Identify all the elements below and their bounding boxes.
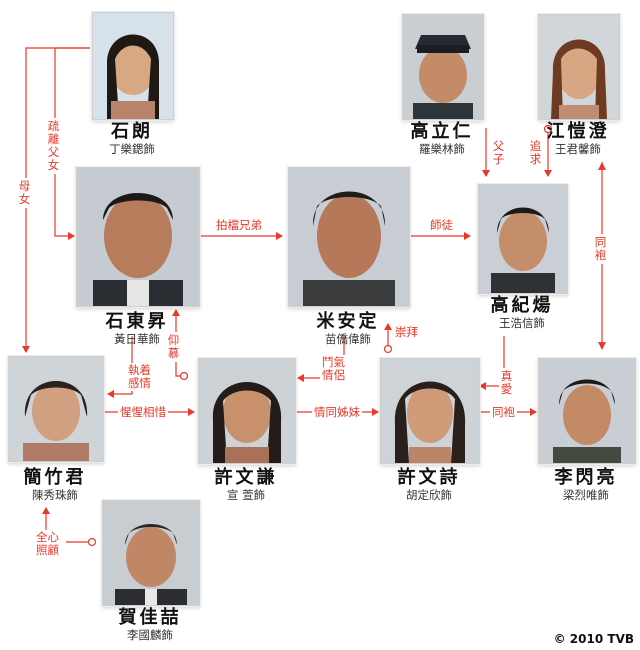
portrait-li-shanliang	[538, 358, 636, 464]
portrait-mi-anding	[288, 167, 410, 307]
name-gao-liren: 高立仁	[410, 121, 474, 142]
actor-shi-dongsheng: 黃日華飾	[114, 332, 160, 346]
actor-jian-zhujun: 陳秀珠飾	[32, 488, 78, 502]
arrowhead-tongpao-top	[598, 162, 606, 170]
label-chongbai: 崇拜	[393, 325, 420, 340]
start-dot-quanxin	[87, 537, 97, 547]
portrait-jian-zhujun	[8, 356, 104, 462]
name-jian-zhujun: 簡竹君	[23, 467, 87, 488]
actor-he-jiazhe: 李國麟飾	[127, 628, 173, 642]
label-zhenai: 真愛	[499, 368, 514, 398]
portrait-shi-dongsheng	[76, 167, 200, 307]
actor-jiang-kaicheng: 王君馨飾	[555, 142, 601, 156]
start-dot-yangmu	[179, 371, 189, 381]
actor-xu-wenshi: 胡定欣飾	[406, 488, 452, 502]
actor-gao-jiyang: 王浩信飾	[499, 316, 545, 330]
label-fuzi: 父子	[491, 138, 506, 168]
label-douqi: 鬥氣情侶	[320, 355, 352, 383]
name-xu-wenqian: 許文謙	[214, 467, 278, 488]
actor-xu-wenqian: 宣 萱飾	[226, 488, 266, 502]
start-dot-chongbai	[383, 344, 393, 354]
portrait-xu-wenqian	[198, 358, 296, 464]
label-xingxing: 惺惺相惜	[118, 405, 168, 420]
actor-li-shanliang: 梁烈唯飾	[563, 488, 609, 502]
arrowhead-tongpao-bottom	[598, 342, 606, 350]
label-shuli-funu: 疏離父女	[46, 118, 61, 174]
portrait-xu-wenshi	[380, 358, 480, 464]
start-dot-zhuiqiu	[543, 124, 553, 134]
portrait-gao-jiyang	[478, 184, 568, 294]
name-gao-jiyang: 高紀煬	[490, 295, 554, 316]
name-he-jiazhe: 賀佳喆	[118, 607, 182, 628]
name-li-shanliang: 李閃亮	[554, 467, 618, 488]
label-tongpao-v: 同袍	[593, 234, 608, 264]
label-shitu: 師徒	[428, 218, 455, 233]
portrait-jiang-kaicheng	[538, 14, 620, 120]
name-shi-lang: 石朗	[111, 121, 153, 142]
name-jiang-kaicheng: 江愷澄	[546, 121, 610, 142]
name-mi-anding: 米安定	[316, 311, 380, 332]
label-quanxin: 全心照顧	[34, 530, 66, 558]
name-xu-wenshi: 許文詩	[397, 467, 461, 488]
label-zhizhuo: 執着感情	[126, 363, 158, 391]
portrait-gao-liren	[402, 14, 484, 120]
label-qingtong: 情同姊妹	[312, 405, 362, 420]
label-munu: 母女	[17, 178, 32, 208]
actor-shi-lang: 丁樂鍶飾	[109, 142, 155, 156]
label-yangmu: 仰慕	[166, 332, 181, 362]
actor-mi-anding: 苗僑偉飾	[325, 332, 371, 346]
label-paidang: 拍檔兄弟	[214, 218, 264, 233]
portrait-shi-lang	[92, 12, 174, 120]
label-tongpao-h: 同袍	[490, 405, 517, 420]
label-zhuiqiu: 追求	[528, 138, 543, 168]
line-zhizhuo	[107, 336, 133, 398]
actor-gao-liren: 羅樂林飾	[419, 142, 465, 156]
copyright-text: © 2010 TVB	[553, 632, 634, 646]
portrait-he-jiazhe	[102, 500, 200, 606]
name-shi-dongsheng: 石東昇	[105, 311, 169, 332]
